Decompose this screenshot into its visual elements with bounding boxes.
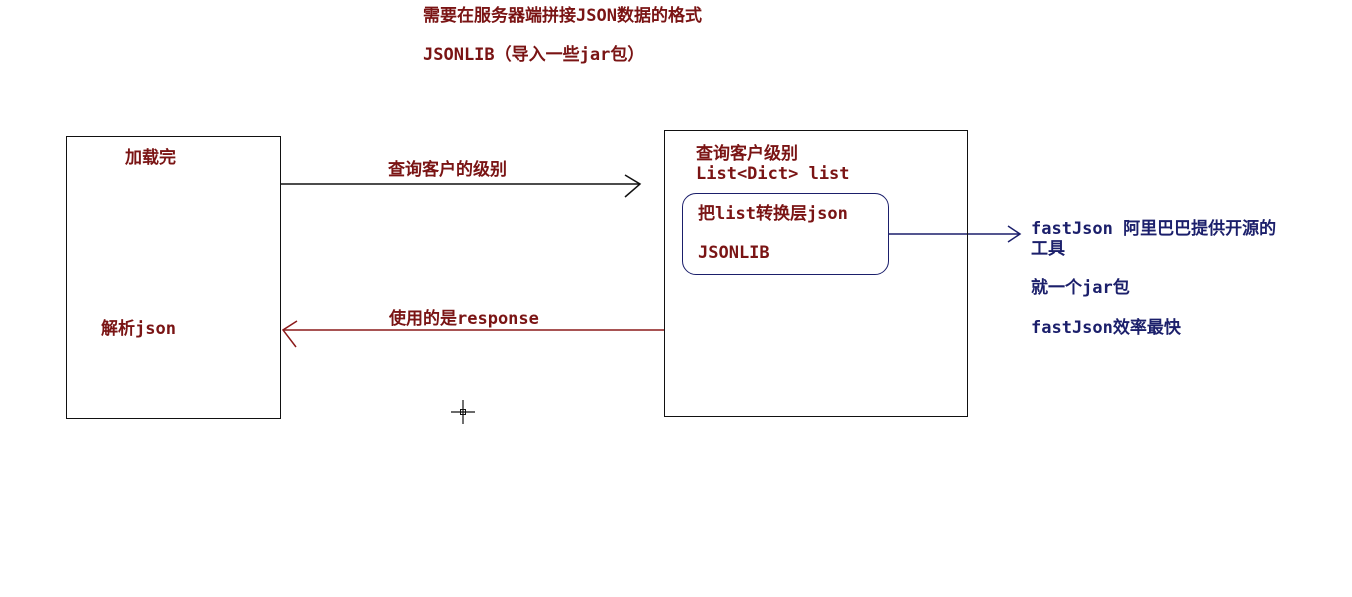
client-loaded-label: 加载完: [125, 148, 176, 168]
note-jsonlib: JSONLIB（导入一些jar包）: [423, 45, 645, 65]
response-arrow-head: [281, 320, 298, 348]
crosshair-cursor-icon: [451, 400, 475, 424]
server-title: 查询客户级别: [696, 144, 798, 164]
note-json-format: 需要在服务器端拼接JSON数据的格式: [423, 6, 702, 26]
side-note-fastjson: fastJson 阿里巴巴提供开源的: [1031, 219, 1277, 239]
server-box: [664, 130, 968, 417]
conversion-box: [682, 193, 889, 275]
response-label: 使用的是response: [389, 309, 539, 329]
side-note-one-jar: 就一个jar包: [1031, 278, 1130, 298]
side-note-tools: 工具: [1031, 239, 1065, 259]
client-parse-json-label: 解析json: [101, 319, 176, 339]
request-arrow-head: [624, 174, 642, 198]
client-box: [66, 136, 281, 419]
side-note-fastest: fastJson效率最快: [1031, 318, 1181, 338]
server-subtitle: List<Dict> list: [696, 164, 850, 184]
side-arrow-head: [1007, 225, 1022, 243]
conversion-jsonlib: JSONLIB: [698, 243, 770, 263]
request-label: 查询客户的级别: [388, 160, 507, 180]
conversion-label: 把list转换层json: [698, 204, 848, 224]
